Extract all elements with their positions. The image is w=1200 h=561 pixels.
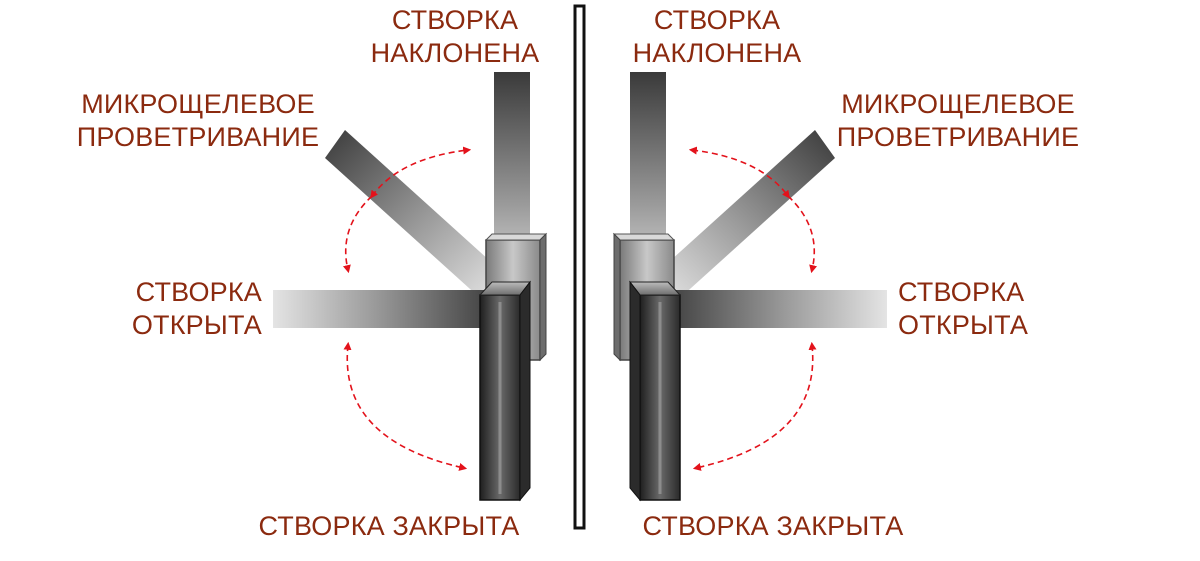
left-label-opened: СТВОРКА ОТКРЫТА	[131, 277, 262, 340]
right-arrow-open-to-closed	[692, 341, 817, 471]
left-ghost-micro-vent	[325, 130, 500, 298]
left-arrow-open-to-closed	[343, 341, 468, 471]
right-label-tilted: СТВОРКА НАКЛОНЕНА	[632, 5, 802, 68]
left-handle-diagram	[273, 72, 548, 502]
right-handle-closed	[628, 280, 682, 502]
center-divider	[573, 4, 586, 530]
left-arrow-tilt-to-micro	[370, 146, 472, 199]
right-arrow-micro-to-open	[787, 195, 818, 274]
left-handle-closed	[478, 280, 532, 502]
right-label-micro-vent: МИКРОЩЕЛЕВОЕ ПРОВЕТРИВАНИЕ	[836, 89, 1080, 152]
left-label-closed: СТВОРКА ЗАКРЫТА	[258, 511, 520, 541]
right-label-opened: СТВОРКА ОТКРЫТА	[898, 277, 1029, 340]
left-arrow-micro-to-open	[342, 195, 373, 274]
right-label-closed: СТВОРКА ЗАКРЫТА	[642, 511, 904, 541]
right-ghost-opened	[660, 290, 887, 328]
right-arrow-tilt-to-micro	[688, 146, 790, 199]
left-label-tilted: СТВОРКА НАКЛОНЕНА	[370, 5, 540, 68]
right-handle-diagram	[612, 72, 887, 502]
right-ghost-micro-vent	[660, 130, 835, 298]
left-label-micro-vent: МИКРОЩЕЛЕВОЕ ПРОВЕТРИВАНИЕ	[76, 89, 320, 152]
left-ghost-opened	[273, 290, 500, 328]
